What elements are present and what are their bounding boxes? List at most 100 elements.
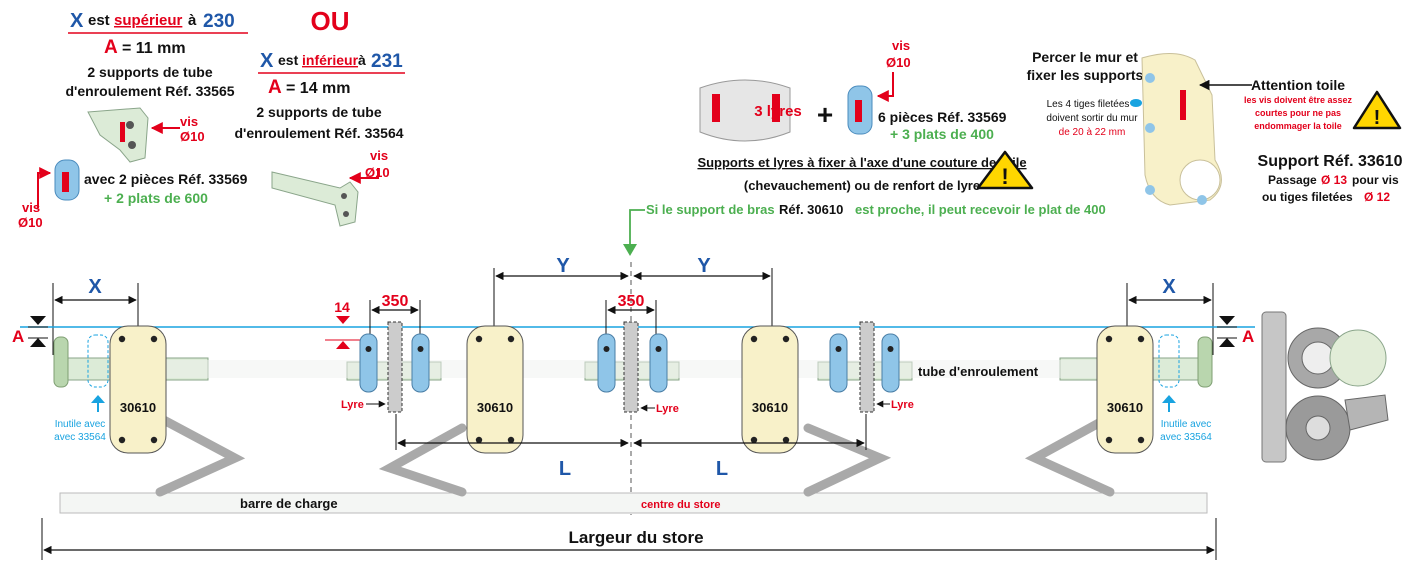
end-cap-icon xyxy=(1197,336,1213,388)
lyres-image xyxy=(699,79,791,142)
x-label-right: X xyxy=(1162,276,1176,298)
inutile-right-1: Inutile avec xyxy=(1161,419,1212,430)
option2-vis: vis xyxy=(370,148,388,163)
option1-a-value: = 11 mm xyxy=(122,40,186,57)
a-label-left: A xyxy=(12,327,24,346)
center-si-ref: Réf. 30610 xyxy=(779,202,843,217)
right-warn1: les vis doivent être assez xyxy=(1244,95,1353,105)
x-label-left: X xyxy=(88,276,102,298)
a-label-right: A xyxy=(1242,327,1254,346)
svg-text:!: ! xyxy=(1374,107,1381,129)
center-pieces: 6 pièces Réf. 33569 xyxy=(878,109,1007,125)
lyre-label-right: Lyre xyxy=(891,399,914,411)
bracket-30610: 30610 xyxy=(1096,325,1154,454)
right-tiges2: doivent sortir du mur xyxy=(1046,113,1138,124)
right-tiges-val: Ø 12 xyxy=(1364,190,1390,204)
bracket-ref-label: 30610 xyxy=(752,400,788,415)
option1-x-value: 230 xyxy=(203,11,235,32)
plate-center xyxy=(623,321,639,413)
dim-350-center: 350 xyxy=(618,293,645,310)
right-tiges3: de 20 à 22 mm xyxy=(1059,127,1126,138)
inutile-right-2: avec 33564 xyxy=(1160,432,1212,443)
dim-350-left: 350 xyxy=(382,293,409,310)
right-tiges-prefix: ou tiges filetées xyxy=(1262,190,1353,204)
green-arrow-head xyxy=(623,244,637,256)
option2-inferieur: inférieur xyxy=(302,52,359,68)
option2-line2: d'enroulement Réf. 33564 xyxy=(234,125,403,141)
right-percer2: fixer les supports xyxy=(1027,67,1144,83)
main-diagram: A A X X Y Y 350 35 xyxy=(12,255,1255,560)
plus-icon: + xyxy=(817,99,833,130)
l-label-right: L xyxy=(716,458,728,480)
load-bar-label: barre de charge xyxy=(240,496,338,511)
end-cap-icon xyxy=(53,336,69,388)
option2-a-value: = 14 mm xyxy=(286,80,350,97)
support-33610-image xyxy=(1141,53,1222,206)
bracket-30610: 30610 xyxy=(741,325,799,454)
center-supports-line: Supports et lyres à fixer à l'axe d'une … xyxy=(697,155,1026,170)
option1-avec-pieces: avec 2 pièces Réf. 33569 xyxy=(84,171,248,187)
lyre-clip-icon xyxy=(54,159,80,201)
option1-vis: vis xyxy=(180,114,198,129)
option1-a-letter: A xyxy=(104,37,118,58)
lyre-clip-icon xyxy=(649,333,668,393)
center-chevauchement: (chevauchement) ou de renfort de lyre xyxy=(744,178,980,193)
option1-vis2: vis xyxy=(22,200,40,215)
y-label-right: Y xyxy=(697,255,711,277)
support-bracket-icon xyxy=(87,107,149,163)
option2-a-word: à xyxy=(358,52,366,68)
option1-a-word: à xyxy=(188,12,197,29)
center-si-suffix: est proche, il peut recevoir le plat de … xyxy=(855,202,1106,217)
ou-label: OU xyxy=(311,6,350,36)
option-2-block: X est inférieur à 231 A = 14 mm 2 suppor… xyxy=(234,50,405,227)
center-vis: vis xyxy=(892,38,910,53)
center-label: centre du store xyxy=(641,499,720,511)
option1-diam2: Ø10 xyxy=(18,215,43,230)
right-passage-prefix: Passage xyxy=(1268,173,1317,187)
right-passage-val: Ø 13 xyxy=(1321,173,1347,187)
option1-est: est xyxy=(88,12,110,29)
bracket-30610: 30610 xyxy=(109,325,167,454)
lyre-clip-icon xyxy=(829,333,848,393)
warning-icon: ! xyxy=(976,150,1034,190)
option2-line1: 2 supports de tube xyxy=(256,104,381,120)
brackets-30610: 30610 30610 30610 30610 xyxy=(109,325,1154,454)
bracket-ref-label: 30610 xyxy=(477,400,513,415)
option1-diam: Ø10 xyxy=(180,129,205,144)
y-label-left: Y xyxy=(556,255,570,277)
option1-line1: 2 supports de tube xyxy=(87,64,212,80)
arms xyxy=(155,413,1115,497)
bracket-ref-label: 30610 xyxy=(1107,400,1143,415)
l-label-left: L xyxy=(559,458,571,480)
right-info-block: Percer le mur et fixer les supports Les … xyxy=(1027,49,1403,206)
side-view-mechanism-image xyxy=(1261,311,1389,463)
option1-superieur: supérieur xyxy=(114,12,183,29)
lyre-clip-icon xyxy=(847,85,873,135)
lyre-label-center: Lyre xyxy=(656,403,679,415)
largeur-label: Largeur du store xyxy=(568,528,703,547)
right-warn2: courtes pour ne pas xyxy=(1255,108,1341,118)
lyre-clip-icon xyxy=(597,333,616,393)
center-diam: Ø10 xyxy=(886,55,911,70)
a-marker-right: A xyxy=(1217,316,1254,347)
tige-icon xyxy=(1130,99,1142,107)
option2-a-letter: A xyxy=(268,77,282,98)
dim-14: 14 xyxy=(334,299,350,315)
right-support-ref: Support Réf. 33610 xyxy=(1258,153,1403,170)
option1-line2: d'enroulement Réf. 33565 xyxy=(65,83,234,99)
option2-est: est xyxy=(278,52,299,68)
right-passage-suffix: pour vis xyxy=(1352,173,1399,187)
plate-left xyxy=(387,321,403,413)
option2-x-value: 231 xyxy=(371,51,403,72)
bracket-ref-label: 30610 xyxy=(120,400,156,415)
option-1-block: X est supérieur à 230 A = 11 mm 2 suppor… xyxy=(18,10,248,230)
lyre-clip-icon xyxy=(881,333,900,393)
support-bracket-icon xyxy=(271,171,359,227)
warning-icon: ! xyxy=(1352,90,1402,130)
tube-label: tube d'enroulement xyxy=(918,364,1039,379)
dim14-arrow-bottom xyxy=(336,341,350,349)
inutile-left-2: avec 33564 xyxy=(54,432,106,443)
dim14-arrow-top xyxy=(336,316,350,324)
load-bar xyxy=(59,492,1208,514)
